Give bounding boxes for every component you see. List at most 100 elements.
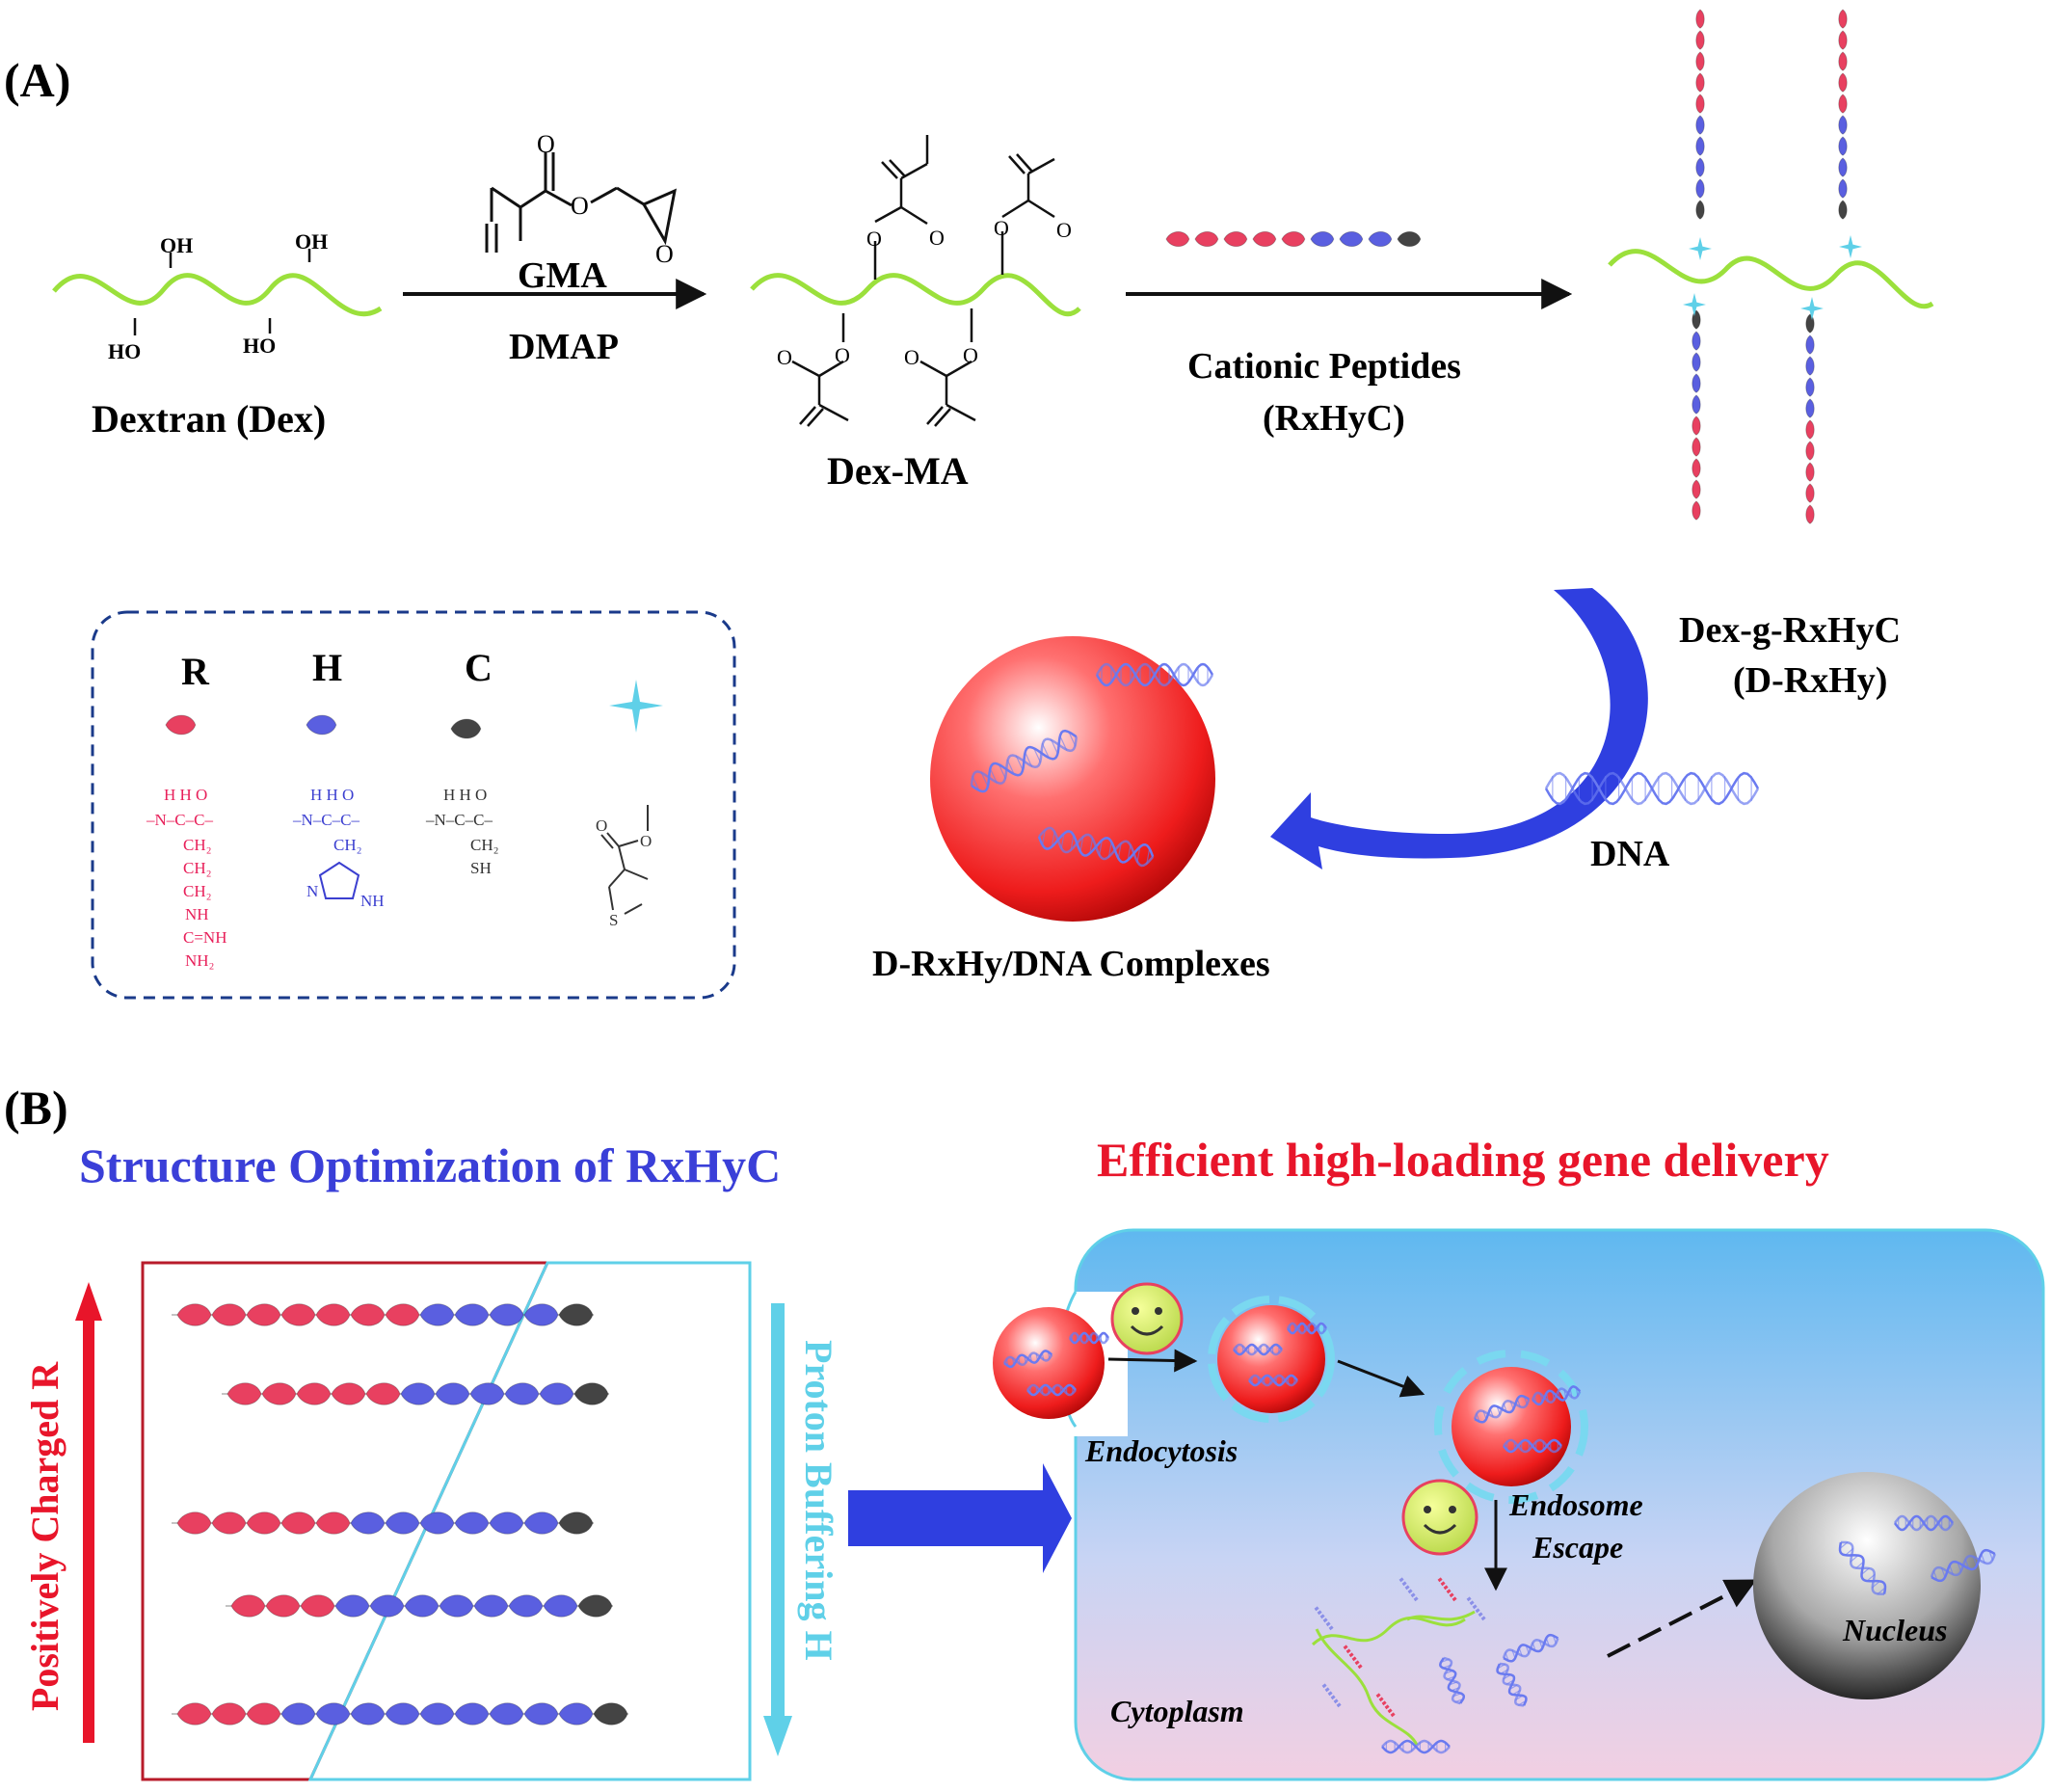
cysteine-bead bbox=[558, 1303, 594, 1326]
dna-helix bbox=[1502, 1633, 1559, 1663]
arginine-bead bbox=[230, 1594, 266, 1618]
dna-helix bbox=[1838, 1540, 1887, 1595]
svg-text:O: O bbox=[640, 832, 652, 850]
histidine-bead bbox=[1695, 136, 1705, 156]
dna-helix bbox=[1531, 1385, 1582, 1406]
dna-helix bbox=[1068, 1331, 1110, 1345]
svg-text:NH: NH bbox=[185, 905, 209, 923]
endocytosis-arrow bbox=[1107, 1349, 1198, 1373]
svg-text:H H O: H H O bbox=[443, 786, 487, 804]
oxygen-label: O bbox=[866, 227, 882, 251]
arginine-bead bbox=[1691, 415, 1701, 436]
dna-helix bbox=[1026, 1383, 1077, 1397]
cysteine-bead bbox=[1838, 200, 1848, 220]
histidine-bead bbox=[350, 1511, 386, 1535]
gma-label: GMA bbox=[518, 255, 607, 296]
dna-helix bbox=[1930, 1548, 1996, 1583]
histidine-bead bbox=[369, 1594, 405, 1618]
histidine-bead bbox=[1838, 136, 1848, 156]
dexma-chain bbox=[750, 273, 1081, 317]
complex-particle bbox=[993, 1307, 1105, 1419]
charge-arrow bbox=[75, 1282, 102, 1743]
histidine-bead bbox=[334, 1594, 370, 1618]
svg-text:O: O bbox=[596, 816, 607, 835]
histidine-bead bbox=[1838, 157, 1848, 177]
arginine-bead bbox=[246, 1303, 281, 1326]
histidine-bead bbox=[1805, 398, 1815, 418]
arginine-bead bbox=[1805, 462, 1815, 482]
cysteine-bead bbox=[1805, 313, 1815, 334]
arginine-bead bbox=[1223, 230, 1248, 248]
histidine-bead bbox=[454, 1303, 490, 1326]
legend-box bbox=[91, 610, 736, 1000]
cysteine-formula: H H O –N–C–C– CH₂ SH bbox=[425, 786, 499, 877]
dna-helix bbox=[970, 729, 1079, 793]
arginine-bead bbox=[331, 1382, 366, 1405]
linker-star-icon bbox=[609, 680, 663, 733]
svg-text:H H O: H H O bbox=[164, 786, 207, 804]
arginine-bead bbox=[211, 1702, 247, 1725]
svg-text:H H O: H H O bbox=[310, 786, 354, 804]
cysteine-bead bbox=[1695, 200, 1705, 220]
peptides-label-2: (RxHyC) bbox=[1263, 398, 1405, 439]
product-label-2: (D-RxHy) bbox=[1733, 660, 1887, 701]
oxygen-label: O bbox=[835, 343, 850, 367]
transition-arrow bbox=[848, 1463, 1072, 1573]
linker-star-icon bbox=[1839, 235, 1862, 258]
histidine-bead bbox=[385, 1511, 420, 1535]
histidine-bead bbox=[1838, 178, 1848, 199]
svg-text:CH₂: CH₂ bbox=[183, 836, 212, 854]
histidine-bead bbox=[1695, 157, 1705, 177]
dna-helix bbox=[1037, 826, 1155, 868]
arginine-bead bbox=[176, 1303, 212, 1326]
dna-helix bbox=[1381, 1739, 1451, 1754]
arginine-bead bbox=[1691, 479, 1701, 499]
histidine-bead bbox=[419, 1702, 455, 1725]
histidine-bead bbox=[1805, 356, 1815, 376]
ho-label: HO bbox=[243, 334, 276, 358]
arginine-bead bbox=[350, 1303, 386, 1326]
gma-structure bbox=[485, 152, 678, 253]
arginine-bead bbox=[280, 1511, 316, 1535]
arginine-bead bbox=[246, 1511, 281, 1535]
linker-star-icon bbox=[1689, 237, 1712, 260]
histidine-bead bbox=[1339, 230, 1364, 248]
histidine-bead bbox=[280, 1702, 316, 1725]
oxygen-label: O bbox=[1056, 218, 1072, 242]
legend-letter-r: R bbox=[181, 650, 210, 693]
peptide-fragment bbox=[1342, 1643, 1363, 1670]
arginine-bead bbox=[211, 1303, 247, 1326]
arginine-bead bbox=[1838, 51, 1848, 71]
arginine-bead bbox=[1695, 94, 1705, 114]
oxygen-label: O bbox=[571, 192, 589, 220]
smiley-icon bbox=[1401, 1479, 1478, 1556]
peptide-fragment bbox=[1436, 1575, 1457, 1602]
right-axis-label: Proton Buffering H bbox=[797, 1340, 840, 1661]
histidine-bead bbox=[1691, 352, 1701, 372]
cysteine-bead bbox=[577, 1594, 613, 1618]
arginine-bead bbox=[165, 714, 197, 736]
arginine-bead bbox=[1838, 9, 1848, 29]
oh-label: OH bbox=[160, 233, 193, 257]
histidine-bead bbox=[473, 1594, 509, 1618]
histidine-bead bbox=[523, 1303, 559, 1326]
arginine-bead bbox=[211, 1511, 247, 1535]
peptide-chain bbox=[1165, 230, 1422, 248]
histidine-bead bbox=[315, 1702, 351, 1725]
product-label-1: Dex-g-RxHyC bbox=[1679, 610, 1901, 651]
arginine-bead bbox=[1838, 30, 1848, 50]
svg-text:CH₂: CH₂ bbox=[333, 836, 362, 854]
svg-text:CH₂: CH₂ bbox=[470, 836, 499, 854]
svg-text:CH₂: CH₂ bbox=[183, 882, 212, 900]
arginine-bead bbox=[1838, 72, 1848, 93]
histidine-bead bbox=[1691, 394, 1701, 415]
arginine-bead bbox=[1691, 458, 1701, 478]
oxygen-label: O bbox=[929, 226, 945, 250]
oxygen-label: O bbox=[537, 130, 555, 158]
histidine-bead bbox=[435, 1382, 470, 1405]
arginine-bead bbox=[1695, 72, 1705, 93]
arginine-bead bbox=[1695, 9, 1705, 29]
arginine-bead bbox=[246, 1702, 281, 1725]
